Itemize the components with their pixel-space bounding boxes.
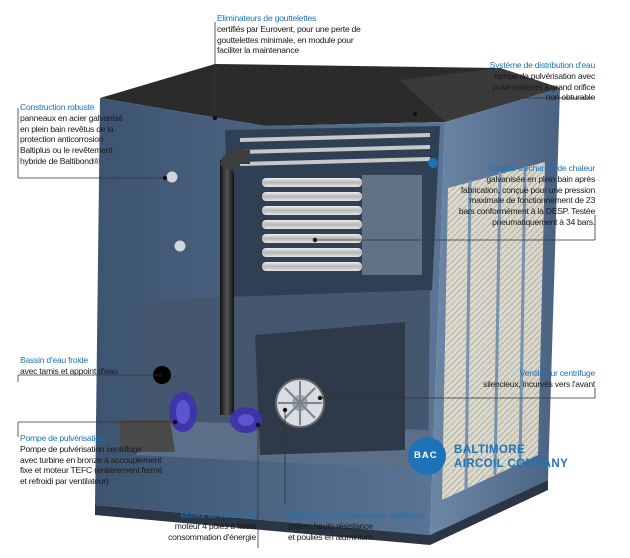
callout-heat-exchange-coil-title: Batterie d'échange de chaleur — [488, 163, 595, 173]
callout-eliminators-desc: certifiés par Eurovent, pour une perte d… — [217, 23, 361, 56]
callout-centrifugal-fan-desc: silencieux, incurvés vers l'avant — [483, 378, 595, 389]
callout-cold-water-basin-title: Bassin d'eau froide — [20, 355, 89, 365]
callout-fan-motor: Moteur de ventilateur moteur 4 pôles à f… — [150, 510, 256, 542]
brand-name-line2: AIRCOIL COMPANY — [454, 458, 569, 470]
callout-water-distribution-title: Système de distribution d'eau — [489, 60, 595, 70]
callout-water-distribution: Système de distribution d'eau rampe de p… — [440, 60, 595, 103]
bac-logo-icon: BAC — [408, 437, 446, 475]
callout-fan-drive-title: Système d'entraînement du ventilateur — [288, 510, 426, 520]
riser-pipe — [220, 160, 234, 415]
callout-water-distribution-desc: rampe de pulvérisation avec pulvérisateu… — [492, 70, 595, 103]
callout-construction: Construction robuste panneaux en acier g… — [20, 102, 150, 167]
callout-heat-exchange-coil-desc: galvanisée en plein bain après fabricati… — [458, 173, 595, 227]
callout-construction-title: Construction robuste — [20, 102, 95, 112]
callout-spray-pump: Pompe de pulvérisation Pompe de pulvéris… — [20, 433, 185, 487]
fan-motor — [230, 407, 262, 433]
callout-lines — [17, 22, 596, 548]
callout-fan-drive-desc: paliers haute résistance et poulies en a… — [288, 520, 373, 542]
brand-name-line1: BALTIMORE — [454, 444, 526, 456]
callout-fan-motor-desc: moteur 4 pôles à faible consommation d'é… — [168, 520, 256, 542]
callout-centrifugal-fan: Ventilateur centrifuge silencieux, incur… — [445, 368, 595, 390]
callout-cold-water-basin: Bassin d'eau froide avec tamis et appoin… — [20, 355, 150, 377]
callout-cold-water-basin-desc: avec tamis et appoint d'eau — [20, 365, 118, 376]
callout-heat-exchange-coil: Batterie d'échange de chaleur galvanisée… — [445, 163, 595, 228]
logo-letter-b: BAC — [414, 450, 438, 461]
callout-eliminators: Eliminateurs de gouttelettes certifiés p… — [217, 13, 397, 56]
top-panel-right — [400, 68, 560, 122]
fan-housing — [255, 322, 405, 455]
callout-construction-desc: panneaux en acier galvanisé en plein bai… — [20, 112, 123, 166]
callout-eliminators-title: Eliminateurs de gouttelettes — [217, 13, 317, 23]
heat-exchange-coil — [262, 175, 422, 275]
callout-fan-drive: Système d'entraînement du ventilateur pa… — [288, 510, 438, 542]
riser-elbow — [220, 150, 250, 172]
eliminator-slats — [239, 133, 431, 166]
callout-centrifugal-fan-title: Ventilateur centrifuge — [519, 368, 596, 378]
callout-spray-pump-title: Pompe de pulvérisation — [20, 433, 105, 443]
callout-fan-motor-title: Moteur de ventilateur — [180, 510, 257, 520]
callout-spray-pump-desc: Pompe de pulvérisation centrifuge avec t… — [20, 443, 163, 487]
brand-logo: BAC BALTIMORE AIRCOIL COMPANY — [408, 437, 608, 481]
